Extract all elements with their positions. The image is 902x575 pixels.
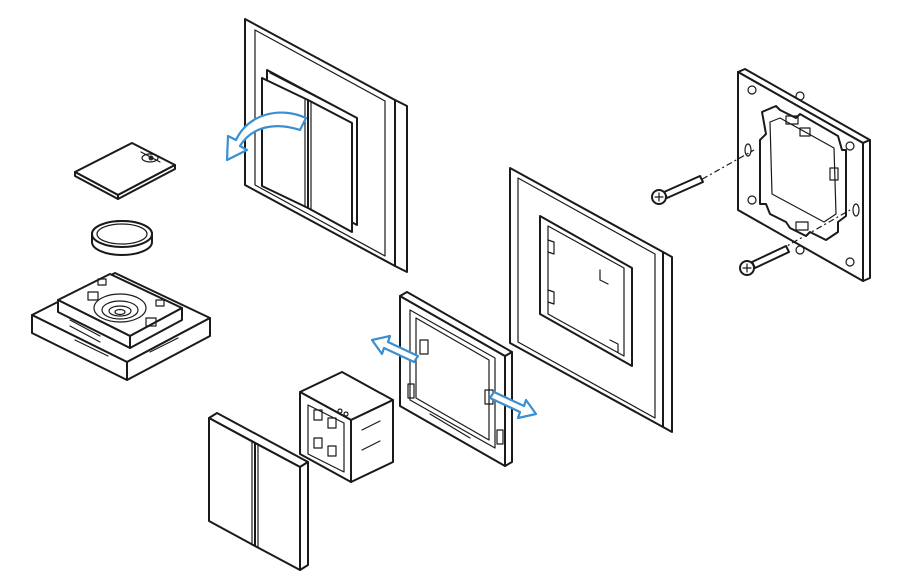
mounting-plate (737, 68, 871, 282)
unclip-right-arrow (488, 390, 538, 420)
unclip-left-arrow (370, 334, 420, 364)
switch-insert (299, 371, 394, 483)
coin-battery (91, 220, 153, 256)
cover-frame (509, 167, 673, 433)
battery-cover (74, 142, 176, 200)
adapter-frame (399, 291, 513, 467)
screw-top (651, 175, 704, 205)
screw-guide-lines (689, 149, 851, 251)
switch-base-module (31, 272, 211, 381)
remove-rocker-arrow (225, 111, 308, 162)
screw-bottom (739, 245, 790, 276)
assembled-switch (244, 18, 408, 273)
double-rocker (208, 412, 309, 571)
